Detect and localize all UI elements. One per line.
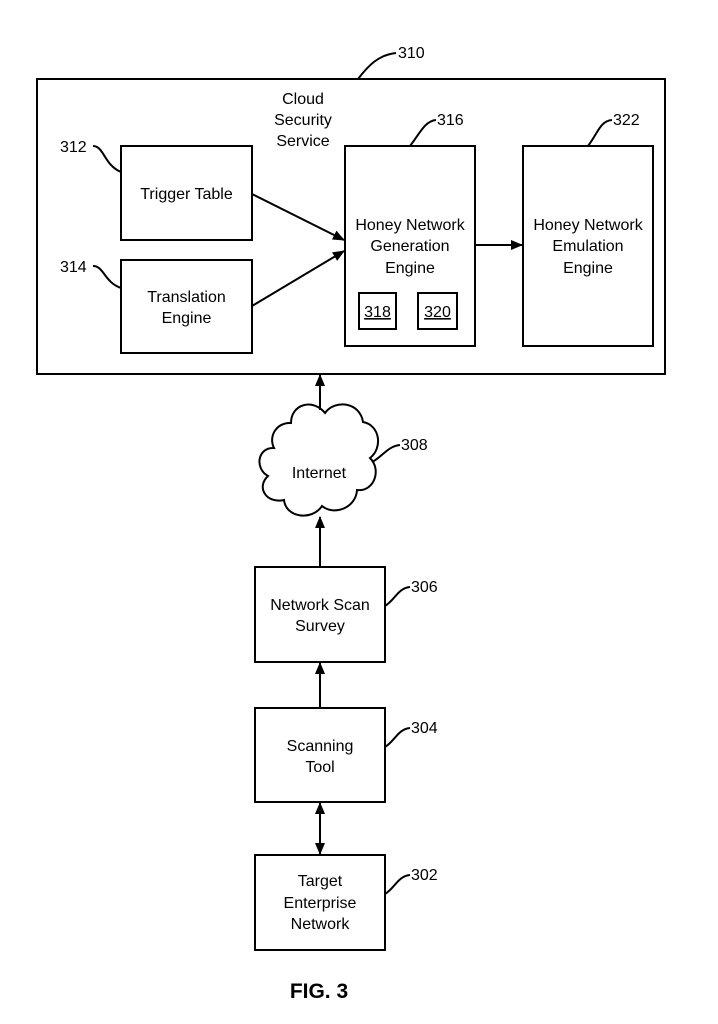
- honey-network-emulation-engine-label-line-1: Honey Network: [533, 217, 643, 234]
- cloud-security-service-title-line-2: Security: [274, 112, 332, 129]
- ref-322: 322: [613, 112, 640, 129]
- figure-caption: FIG. 3: [290, 980, 348, 1003]
- honey-network-generation-engine: Honey Network Generation Engine 318 320 …: [345, 112, 475, 346]
- honey-network-emulation-engine-label-line-2: Emulation: [552, 238, 623, 255]
- ref-304: 304: [411, 720, 438, 737]
- translation-engine-label-line-2: Engine: [162, 310, 212, 327]
- internet-label: Internet: [292, 465, 347, 482]
- internet-cloud: Internet 308: [259, 404, 427, 515]
- sub-component-318-label: 318: [364, 304, 391, 321]
- scanning-tool-label-line-1: Scanning: [287, 738, 354, 755]
- target-enterprise-network-label-line-3: Network: [291, 916, 351, 933]
- ref-310: 310: [398, 45, 425, 62]
- cloud-security-service-title-line-1: Cloud: [282, 91, 324, 108]
- ref-302-leader: [385, 875, 410, 894]
- sub-component-320-label: 320: [424, 304, 451, 321]
- honey-network-emulation-engine: Honey Network Emulation Engine 322: [523, 112, 653, 346]
- ref-314: 314: [60, 259, 87, 276]
- network-scan-survey-box: [255, 567, 385, 662]
- ref-304-leader: [385, 728, 410, 747]
- scanning-tool-label-line-2: Tool: [305, 759, 334, 776]
- ref-316: 316: [437, 112, 464, 129]
- honey-network-generation-engine-label-line-2: Generation: [370, 238, 449, 255]
- honey-network-generation-engine-label-line-1: Honey Network: [355, 217, 465, 234]
- target-enterprise-network: Target Enterprise Network 302: [255, 855, 438, 950]
- ref-310-leader: [358, 53, 396, 79]
- target-enterprise-network-label-line-1: Target: [298, 873, 343, 890]
- ref-306: 306: [411, 579, 438, 596]
- scanning-tool: Scanning Tool 304: [255, 708, 438, 802]
- target-enterprise-network-label-line-2: Enterprise: [284, 895, 357, 912]
- network-scan-survey: Network Scan Survey 306: [255, 567, 438, 662]
- network-scan-survey-label-line-2: Survey: [295, 618, 345, 635]
- cloud-security-service-title-line-3: Service: [276, 133, 329, 150]
- ref-302: 302: [411, 867, 438, 884]
- honey-network-emulation-engine-label-line-3: Engine: [563, 260, 613, 277]
- ref-312: 312: [60, 139, 87, 156]
- ref-306-leader: [385, 587, 410, 606]
- translation-engine-label-line-1: Translation: [147, 289, 226, 306]
- translation-engine-box: [121, 260, 252, 353]
- scanning-tool-box: [255, 708, 385, 802]
- ref-308: 308: [401, 437, 428, 454]
- honey-network-generation-engine-label-line-3: Engine: [385, 260, 435, 277]
- internet-cloud-shape: [259, 404, 378, 515]
- network-scan-survey-label-line-1: Network Scan: [270, 597, 370, 614]
- trigger-table-label: Trigger Table: [140, 186, 233, 203]
